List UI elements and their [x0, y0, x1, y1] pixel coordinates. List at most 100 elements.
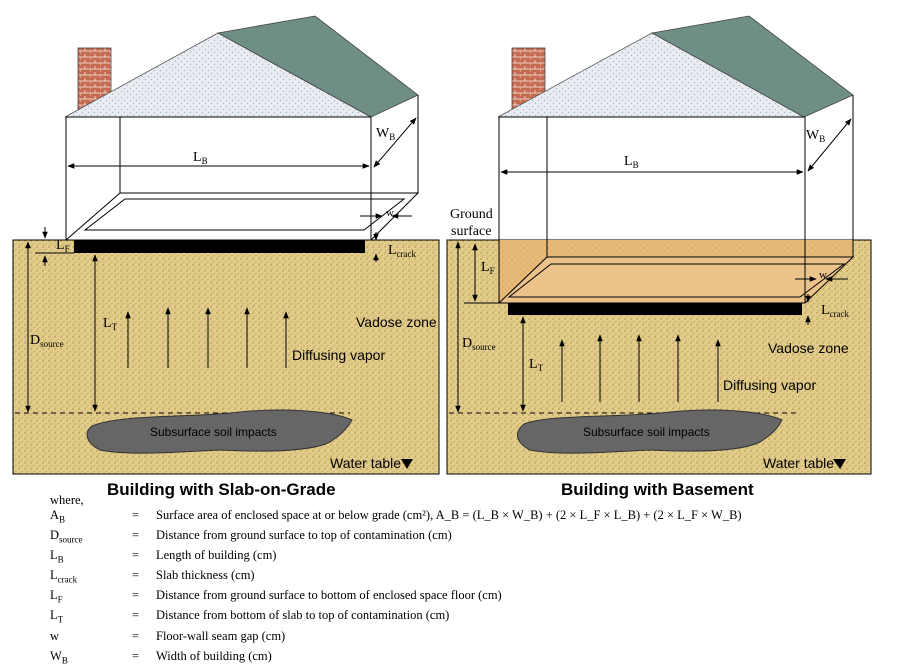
svg-text:Dsource: Dsource	[30, 333, 64, 349]
right-lf-sub: F	[490, 266, 495, 276]
legend-row: w = Floor-wall seam gap (cm)	[50, 629, 890, 649]
legend-description: Distance from bottom of slab to top of c…	[156, 608, 450, 623]
svg-text:LT: LT	[103, 316, 118, 332]
left-vadose-label: Vadose zone	[356, 314, 437, 330]
right-lb-label: L	[624, 154, 633, 169]
right-ground-line2: surface	[451, 224, 491, 239]
legend-symbol: LF	[50, 588, 63, 605]
right-dsource-sub: source	[472, 342, 496, 352]
legend-rows: AB = Surface area of enclosed space at or …	[50, 508, 890, 669]
right-lcrack-sub: crack	[830, 309, 850, 319]
right-wb-arrow	[807, 118, 852, 172]
right-dsource-label: D	[462, 336, 472, 351]
left-water-label: Water table	[330, 455, 401, 471]
legend-symbol: w	[50, 628, 60, 643]
left-lcrack-label: L	[388, 243, 397, 258]
variable-legend: where, AB = Surface area of enclosed space…	[50, 493, 890, 669]
right-basement	[497, 240, 855, 304]
svg-text:LF: LF	[56, 238, 70, 254]
legend-symbol: LT	[50, 608, 64, 625]
legend-symbol: AB	[50, 508, 66, 525]
legend-description: Floor-wall seam gap (cm)	[156, 628, 286, 643]
left-wb-sub: B	[389, 132, 395, 142]
right-diffusing-label: Diffusing vapor	[723, 377, 816, 393]
left-w-label: w	[386, 207, 394, 219]
left-soil-label: Subsurface soil impacts	[150, 425, 277, 439]
svg-text:LT: LT	[529, 357, 544, 373]
legend-description: Slab thickness (cm)	[156, 568, 255, 583]
right-water-label: Water table	[763, 455, 834, 471]
legend-row: LB = Length of building (cm)	[50, 548, 890, 568]
right-ground-line1: Ground	[450, 207, 493, 222]
legend-description: Surface area of enclosed space at or bel…	[156, 508, 742, 522]
svg-text:LB: LB	[193, 150, 208, 166]
legend-equals: =	[132, 628, 140, 643]
legend-row: LT = Distance from bottom of slab to top o…	[50, 608, 890, 628]
right-lb-sub: B	[633, 160, 639, 170]
legend-row: WB = Width of building (cm)	[50, 649, 890, 669]
left-wb-label: W	[376, 126, 390, 141]
right-w-label: w	[819, 269, 827, 281]
svg-text:LF: LF	[481, 260, 495, 276]
svg-text:LB: LB	[624, 154, 639, 170]
legend-description: Length of building (cm)	[156, 548, 277, 563]
svg-text:Dsource: Dsource	[462, 336, 496, 352]
legend-row: Lcrack = Slab thickness (cm)	[50, 568, 890, 588]
right-title: Building with Basement	[561, 480, 754, 499]
left-lf-label: L	[56, 238, 65, 253]
right-water-table-icon	[833, 459, 846, 469]
right-contamination	[517, 409, 783, 454]
legend-equals: =	[132, 648, 140, 663]
legend-row: LF = Distance from ground surface to botto…	[50, 588, 890, 608]
legend-equals: =	[132, 568, 140, 583]
legend-row: AB = Surface area of enclosed space at or …	[50, 508, 890, 528]
left-lb-sub: B	[202, 156, 208, 166]
right-soil-label: Subsurface soil impacts	[583, 425, 710, 439]
left-lf-sub: F	[65, 244, 70, 254]
legend-symbol: WB	[50, 648, 68, 666]
right-lt-sub: T	[538, 363, 544, 373]
left-contamination	[86, 409, 353, 454]
right-wb-label: W	[806, 128, 820, 143]
left-lt-sub: T	[112, 322, 118, 332]
right-slab	[508, 303, 802, 315]
left-slab	[74, 240, 365, 253]
legend-equals: =	[132, 508, 140, 522]
right-lt-label: L	[529, 357, 538, 372]
left-wb-arrow	[373, 117, 417, 168]
right-diffusion-arrows	[559, 334, 721, 402]
svg-text:WB: WB	[806, 128, 825, 144]
left-lt-label: L	[103, 316, 112, 331]
right-lcrack-label: L	[821, 303, 830, 318]
legend-description: Width of building (cm)	[156, 648, 272, 663]
vapor-intrusion-diagram: LB WB w LF Lcrack Dsource LT	[12, 15, 872, 499]
legend-symbol: Dsource	[50, 528, 83, 545]
left-water-table-icon	[401, 459, 413, 469]
left-panel: LB WB w LF Lcrack Dsource LT	[12, 15, 440, 499]
svg-text:WB: WB	[376, 126, 395, 142]
left-diffusing-label: Diffusing vapor	[292, 347, 385, 363]
legend-equals: =	[132, 608, 140, 623]
left-title: Building with Slab-on-Grade	[107, 480, 336, 499]
right-lf-label: L	[481, 260, 490, 275]
svg-text:Lcrack: Lcrack	[388, 243, 417, 259]
legend-symbol: LB	[50, 548, 64, 565]
legend-equals: =	[132, 588, 140, 603]
left-lb-label: L	[193, 150, 202, 165]
left-dsource-label: D	[30, 333, 40, 348]
left-building-frame	[64, 95, 420, 241]
legend-where: where,	[50, 493, 84, 507]
right-wb-sub: B	[819, 134, 825, 144]
left-dsource-sub: source	[40, 339, 64, 349]
svg-text:Lcrack: Lcrack	[821, 303, 850, 319]
legend-description: Distance from ground surface to top of c…	[156, 528, 452, 543]
right-building-frame	[498, 95, 854, 303]
left-diffusion-arrows	[125, 307, 289, 368]
legend-equals: =	[132, 548, 140, 563]
legend-row: Dsource = Distance from ground surface to …	[50, 528, 890, 548]
legend-description: Distance from ground surface to bottom o…	[156, 588, 502, 603]
left-lcrack-sub: crack	[397, 249, 417, 259]
right-panel: LB WB w Ground surface LF Lcrack Dsource…	[446, 15, 872, 499]
legend-symbol: Lcrack	[50, 568, 78, 585]
legend-equals: =	[132, 528, 140, 543]
